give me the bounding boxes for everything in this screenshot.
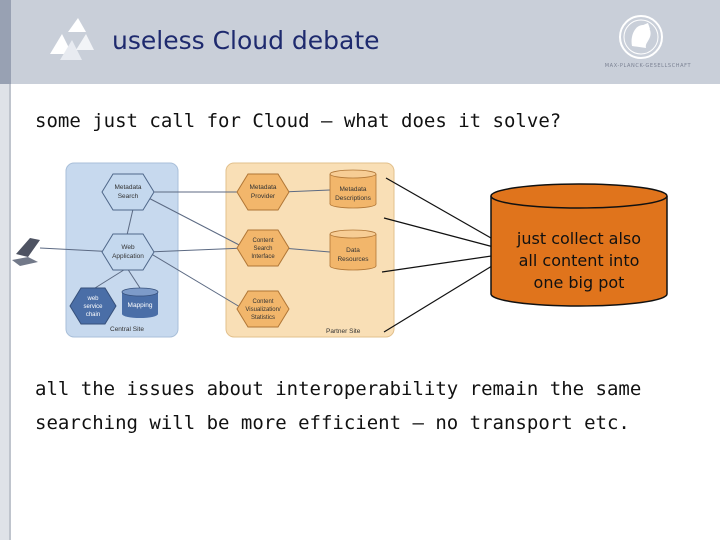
label-metadata-descriptions-2: Descriptions (335, 195, 372, 202)
label-web-service-chain-2: service (83, 304, 103, 310)
header-band (0, 0, 720, 84)
label-web-application-2: Application (112, 253, 144, 260)
label-metadata-provider-1: Metadata (249, 184, 276, 191)
label-web-service-chain-3: chain (86, 312, 100, 318)
slide-title: useless Cloud debate (112, 26, 380, 55)
left-margin-band (0, 84, 11, 540)
hex-content-search-interface (236, 229, 290, 267)
intro-question: some just call for Cloud – what does it … (35, 110, 562, 132)
label-data-resources-2: Resources (337, 256, 369, 263)
hex-web-service-chain (69, 287, 117, 325)
label-mapping: Mapping (128, 302, 153, 309)
left-margin-line (9, 84, 11, 540)
label-metadata-search-2: Search (118, 193, 139, 200)
label-content-visualization-1: Content (252, 299, 273, 305)
header-accent (0, 0, 11, 84)
label-partner-site: Partner Site (326, 328, 361, 335)
label-content-visualization-3: Statistics (251, 315, 275, 321)
seal-caption: MAX-PLANCK-GESELLSCHAFT (604, 63, 692, 69)
convergence-lines (381, 177, 506, 333)
cylinder-metadata-descriptions (329, 169, 377, 209)
hex-metadata-provider (236, 173, 290, 211)
hex-content-visualization (236, 290, 290, 328)
pot-line-2: all content into (518, 251, 640, 270)
hex-metadata-search (101, 173, 155, 211)
pot-line-3: one big pot (533, 273, 625, 292)
pot-line-1: just collect also (516, 229, 642, 248)
label-metadata-provider-2: Provider (251, 193, 276, 200)
label-web-application-1: Web (121, 244, 135, 251)
minerva-seal-icon (619, 15, 663, 59)
label-content-search-2: Search (253, 246, 272, 252)
label-content-search-3: Interface (251, 254, 275, 260)
laptop-icon (12, 238, 40, 266)
triangle-logo-icon (50, 18, 94, 60)
label-data-resources-1: Data (346, 247, 360, 254)
interoperability-statement: all the issues about interoperability re… (35, 378, 642, 400)
cylinder-mapping (121, 287, 159, 318)
label-web-service-chain-1: web (86, 296, 99, 302)
label-content-search-1: Content (252, 238, 273, 244)
label-content-visualization-2: Visualization/ (245, 307, 281, 313)
cylinder-data-resources (329, 229, 377, 271)
efficiency-statement: searching will be more efficient – no tr… (35, 412, 630, 434)
label-central-site: Central Site (110, 326, 144, 333)
label-metadata-search-1: Metadata (114, 184, 141, 191)
hex-web-application (101, 233, 155, 271)
cloud-pot-label: just collect also all content into one b… (492, 228, 666, 294)
label-metadata-descriptions-1: Metadata (339, 186, 366, 193)
cloud-pot-cylinder (490, 183, 668, 307)
architecture-diagram: Metadata Search Web Application web serv… (12, 162, 395, 338)
